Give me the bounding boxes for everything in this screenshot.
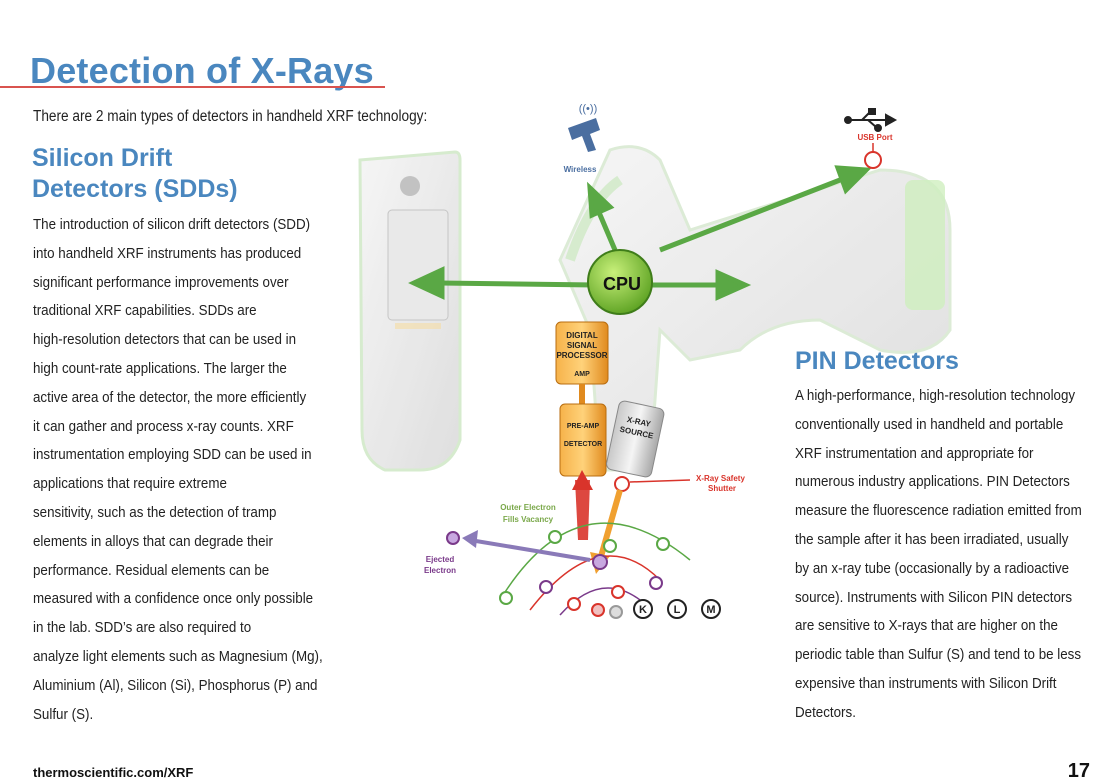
sdd-line: applications that require extreme bbox=[33, 475, 227, 493]
sdd-paragraph: The introduction of silicon drift detect… bbox=[33, 211, 362, 729]
amp-label: AMP bbox=[574, 371, 590, 378]
pin-line: numerous industry applications. PIN Dete… bbox=[795, 473, 1070, 491]
sdd-line: high-resolution detectors that can be us… bbox=[33, 331, 297, 349]
pin-line: the sample after it has been irradiated,… bbox=[795, 530, 1069, 548]
electrons bbox=[446, 530, 670, 619]
usb-port-label: USB Port bbox=[857, 133, 892, 142]
cpu-node bbox=[587, 249, 653, 315]
outer-electron-label-1: Outer Electron bbox=[500, 503, 556, 512]
pin-line: source). Instruments with Silicon PIN de… bbox=[795, 588, 1073, 606]
svg-text:((•)): ((•)) bbox=[579, 103, 598, 115]
sdd-line: sensitivity, such as the detection of tr… bbox=[33, 503, 277, 521]
sdd-line: elements in alloys that can degrade thei… bbox=[33, 532, 273, 550]
usb-port-marker bbox=[864, 151, 882, 169]
detector-label: DETECTOR bbox=[564, 441, 602, 448]
ejected-label-1: Ejected bbox=[426, 555, 455, 564]
title-underline bbox=[0, 86, 385, 88]
pin-line: measure the fluorescence radiation emitt… bbox=[795, 502, 1082, 520]
sdd-line: significant performance improvements ove… bbox=[33, 273, 289, 291]
wireless-icon: ((•)) bbox=[568, 103, 600, 152]
shutter-label-2: Shutter bbox=[708, 484, 736, 493]
cpu-label: CPU bbox=[603, 274, 641, 294]
wireless-label: Wireless bbox=[564, 165, 597, 174]
dsp-label-3: PROCESSOR bbox=[556, 351, 607, 360]
sdd-heading-line2: Detectors (SDDs) bbox=[32, 175, 238, 203]
sdd-line: it can gather and process x-ray counts. … bbox=[33, 417, 294, 435]
dsp-label-1: DIGITAL bbox=[566, 331, 598, 340]
sdd-heading: Silicon Drift Detectors (SDDs) bbox=[32, 143, 352, 205]
intro-text: There are 2 main types of detectors in h… bbox=[33, 108, 428, 125]
pin-paragraph: A high-performance, high-resolution tech… bbox=[795, 382, 1100, 728]
outer-electron-label-2: Fills Vacancy bbox=[503, 515, 554, 524]
sdd-line: traditional XRF capabilities. SDDs are bbox=[33, 302, 257, 320]
sdd-line: analyze light elements such as Magnesium… bbox=[33, 647, 323, 665]
sdd-line: active area of the detector, the more ef… bbox=[33, 388, 307, 406]
sdd-line: into handheld XRF instruments has produc… bbox=[33, 244, 302, 262]
xray-source-block bbox=[606, 400, 665, 478]
shell-k: K bbox=[639, 604, 647, 616]
signal-arrows bbox=[408, 165, 872, 301]
pin-line: conventionally used in handheld and port… bbox=[795, 415, 1064, 433]
sdd-line: Aluminium (Al), Silicon (Si), Phosphorus… bbox=[33, 676, 318, 694]
pre-amp-label: PRE-AMP bbox=[567, 423, 600, 430]
sdd-line: Sulfur (S). bbox=[33, 705, 94, 723]
pin-line: periodic table than Sulfur (S) and tend … bbox=[795, 646, 1082, 664]
pin-line: are sensitive to X-rays that are higher … bbox=[795, 617, 1058, 635]
pin-line: expensive than instruments with Silicon … bbox=[795, 674, 1057, 692]
sdd-heading-line1: Silicon Drift bbox=[32, 144, 173, 172]
sdd-line: measured with a confidence once only pos… bbox=[33, 590, 314, 608]
shell-l: L bbox=[674, 604, 681, 616]
sdd-line: high count-rate applications. The larger… bbox=[33, 359, 287, 377]
shell-labels bbox=[633, 599, 721, 619]
dsp-label-2: SIGNAL bbox=[567, 341, 597, 350]
shutter-label-1: X-Ray Safety bbox=[696, 474, 745, 483]
ejected-path bbox=[469, 538, 591, 562]
pin-heading: PIN Detectors bbox=[795, 347, 959, 375]
pin-line: Detectors. bbox=[795, 703, 856, 721]
incident-beam bbox=[597, 489, 623, 561]
page-title: Detection of X-Rays bbox=[30, 50, 374, 91]
shutter-marker bbox=[614, 476, 630, 492]
detector-block bbox=[559, 403, 607, 477]
device-body bbox=[358, 145, 952, 472]
xrf-diagram: ((•)) Wireless USB Port CPU DIGITAL SIGN… bbox=[358, 103, 952, 619]
sdd-line: instrumentation employing SDD can be use… bbox=[33, 446, 312, 464]
pin-line: by an x-ray tube (occasionally by a radi… bbox=[795, 559, 1070, 577]
sdd-line: The introduction of silicon drift detect… bbox=[33, 216, 311, 233]
sdd-line: in the lab. SDD’s are also required to bbox=[33, 619, 252, 637]
page-number: 17 bbox=[1067, 760, 1090, 782]
sdd-line: performance. Residual elements can be bbox=[33, 561, 270, 579]
ejected-label-2: Electron bbox=[424, 566, 456, 575]
pin-line: XRF instrumentation and appropriate for bbox=[795, 444, 1034, 462]
pin-line: A high-performance, high-resolution tech… bbox=[795, 387, 1076, 404]
shell-m: M bbox=[706, 604, 715, 616]
footer-url[interactable]: thermoscientific.com/XRF bbox=[33, 765, 194, 780]
usb-icon bbox=[844, 108, 898, 132]
